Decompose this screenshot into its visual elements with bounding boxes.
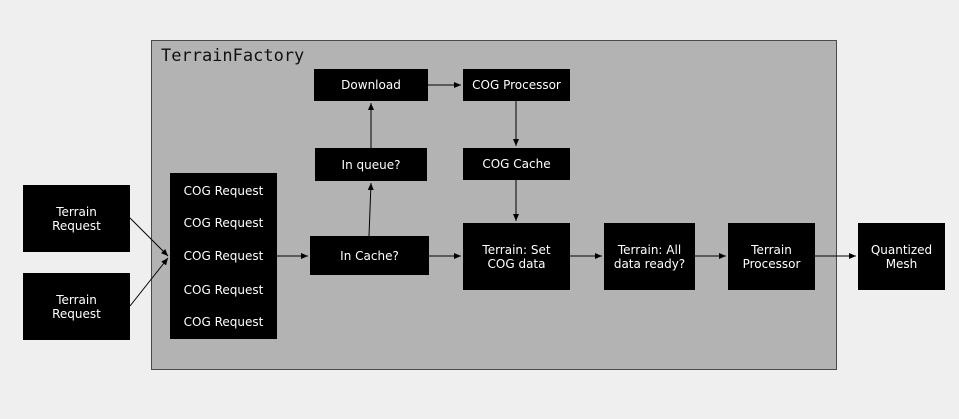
set-cog-data-node: Terrain: Set COG data [463, 223, 570, 290]
quantized-mesh-node: Quantized Mesh [858, 223, 945, 290]
cog-request-item: COG Request [183, 315, 264, 329]
cog-request-item: COG Request [183, 184, 264, 198]
cog-request-stack: COG Request COG Request COG Request COG … [170, 173, 277, 339]
download-node: Download [314, 69, 428, 101]
container-title: TerrainFactory [161, 46, 305, 66]
all-data-ready-node: Terrain: All data ready? [604, 223, 695, 290]
terrain-processor-node: Terrain Processor [728, 223, 815, 290]
terrain-request-node-1: Terrain Request [23, 185, 130, 252]
cog-request-item: COG Request [183, 249, 264, 263]
cog-processor-node: COG Processor [463, 69, 570, 101]
in-queue-node: In queue? [315, 148, 427, 181]
terrain-request-node-2: Terrain Request [23, 273, 130, 340]
cog-cache-node: COG Cache [463, 148, 570, 180]
cog-request-item: COG Request [183, 283, 264, 297]
cog-request-item: COG Request [183, 216, 264, 230]
in-cache-node: In Cache? [310, 236, 429, 275]
